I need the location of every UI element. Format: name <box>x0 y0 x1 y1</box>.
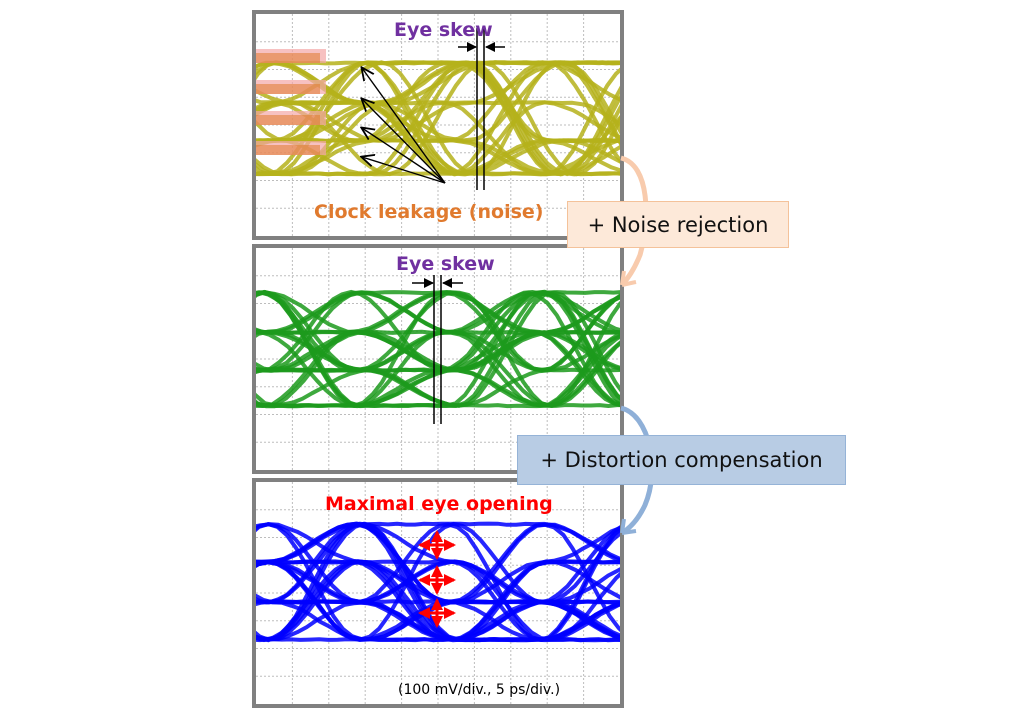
max-eye-opening-label: Maximal eye opening <box>325 493 553 515</box>
eye-skew-marker-middle <box>412 275 463 424</box>
eye-skew-marker-top <box>458 28 505 190</box>
eye-traces-top <box>256 49 620 177</box>
scale-label: (100 mV/div., 5 ps/div.) <box>398 682 561 698</box>
eye-trace <box>256 330 620 408</box>
clock-leakage-band <box>256 53 320 63</box>
clock-leakage-band <box>256 145 320 155</box>
eye-trace <box>256 290 620 373</box>
noise-rejection-callout: + Noise rejection <box>567 201 789 248</box>
clock-leakage-band <box>256 84 320 94</box>
distortion-compensation-callout: + Distortion compensation <box>517 435 846 485</box>
eye-trace <box>256 330 620 408</box>
eye-opening-arrows <box>418 530 456 628</box>
distortion-flow-arrow <box>620 405 655 536</box>
eye-trace <box>256 85 620 177</box>
eye-trace <box>256 60 620 177</box>
eye-trace <box>256 521 620 640</box>
clock-leakage-pointer-arrows <box>362 68 446 184</box>
eye-opening-double-arrow <box>418 565 456 595</box>
eye-traces-bottom <box>256 521 620 643</box>
eye-traces-middle <box>256 289 620 409</box>
eye-skew-label-top: Eye skew <box>394 19 493 41</box>
eye-opening-double-arrow <box>418 530 456 560</box>
eye-skew-label-middle: Eye skew <box>396 253 495 275</box>
eye-trace <box>256 522 620 642</box>
clock-leakage-label: Clock leakage (noise) <box>314 201 544 223</box>
clock-leakage-band <box>256 115 320 125</box>
panel-top <box>252 10 624 240</box>
eye-opening-double-arrow <box>418 598 456 628</box>
eye-trace <box>256 100 620 176</box>
noise-rejection-arrowhead <box>620 270 637 287</box>
panel-bottom <box>252 478 624 708</box>
distortion-arrowhead <box>620 518 637 535</box>
panel-middle <box>252 244 624 474</box>
